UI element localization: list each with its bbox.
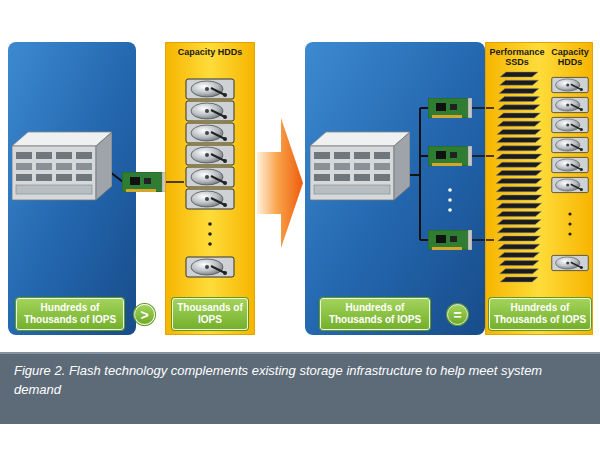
hdd-icon	[552, 117, 588, 132]
hdd-icon	[186, 167, 234, 187]
storage-band: Performance SSDsCapacity HDDsHundreds of…	[485, 42, 593, 335]
yellow-band-fill	[165, 42, 255, 335]
hdd-icon	[552, 97, 588, 112]
iops-label: Hundreds of Thousands of IOPS	[19, 302, 121, 326]
ssd-slab	[499, 80, 538, 85]
drive-stacks	[186, 72, 588, 282]
iops-box: Thousands of IOPS	[172, 298, 248, 330]
hdd-icon	[552, 177, 588, 192]
band-header: Performance SSDsCapacity HDDs	[486, 43, 592, 68]
comparison-sign: >	[140, 308, 148, 322]
hdd-icon	[186, 101, 234, 121]
blue-panel	[305, 42, 485, 335]
band-heading: Capacity HDDs	[166, 47, 254, 57]
comparison-sign: =	[453, 308, 461, 322]
caption-band-edge	[0, 352, 600, 354]
hdd-icon	[186, 145, 234, 165]
server	[12, 132, 112, 200]
ssd-slab	[499, 88, 539, 93]
hdd-icon	[552, 77, 588, 92]
ssd-slab	[497, 129, 541, 134]
caption-band	[0, 352, 600, 424]
ssd-slab	[500, 72, 538, 77]
band-heading: Capacity HDDs	[548, 47, 592, 68]
ssd-slab	[496, 179, 542, 184]
ellipsis-dots	[208, 212, 571, 245]
band-header: Capacity HDDs	[166, 43, 254, 57]
ssd-slab	[498, 113, 541, 118]
storage-band: Capacity HDDsThousands of IOPS	[165, 42, 255, 335]
hba-card	[428, 98, 472, 118]
yellow-band-fill	[485, 42, 593, 335]
ssd-slab	[497, 121, 540, 126]
hba-card	[428, 230, 472, 250]
iops-label: Hundreds of Thousands of IOPS	[492, 302, 588, 326]
hdd-icon	[552, 157, 588, 172]
hba-card	[122, 172, 166, 192]
ssd-slab	[496, 170, 542, 175]
ssd-slab	[499, 97, 540, 102]
comparison-circle: =	[447, 304, 468, 325]
hdd-icon	[186, 257, 234, 277]
iops-box: Hundreds of Thousands of IOPS	[16, 298, 124, 330]
ssd-slab	[498, 105, 540, 110]
server	[310, 132, 410, 200]
ssd-slab	[496, 154, 542, 159]
ssd-slab	[496, 162, 542, 167]
iops-box: Hundreds of Thousands of IOPS	[489, 298, 591, 330]
band-heading: Performance SSDs	[486, 47, 548, 68]
ssd-slab	[498, 236, 541, 241]
ssd-slab	[499, 269, 538, 274]
ssd-slab	[496, 195, 542, 200]
blue-panel	[8, 42, 136, 335]
ssd-slab	[496, 203, 541, 208]
ssd-slab	[500, 277, 538, 282]
ssd-slab	[498, 244, 540, 249]
cables	[110, 108, 494, 240]
ssd-slab	[497, 138, 542, 143]
ssd-slab	[499, 252, 540, 257]
transition-arrow	[257, 118, 303, 248]
hdd-icon	[552, 137, 588, 152]
comparison-circle: >	[134, 304, 155, 325]
iops-box: Hundreds of Thousands of IOPS	[320, 298, 430, 330]
hdd-icon	[552, 255, 588, 270]
ssd-slab	[496, 187, 542, 192]
ssd-slab	[497, 211, 542, 216]
ssd-slab	[496, 146, 541, 151]
ssd-slab	[497, 228, 540, 233]
hba-card	[428, 146, 472, 166]
figure-caption: Figure 2. Flash technology complements e…	[14, 362, 586, 400]
ssd-slab	[499, 261, 539, 266]
hdd-icon	[186, 123, 234, 143]
ssd-slab	[497, 220, 541, 225]
iops-label: Thousands of IOPS	[175, 302, 245, 326]
hdd-icon	[186, 79, 234, 99]
iops-label: Hundreds of Thousands of IOPS	[323, 302, 427, 326]
ellipsis-dots	[448, 188, 452, 212]
hdd-icon	[186, 189, 234, 209]
